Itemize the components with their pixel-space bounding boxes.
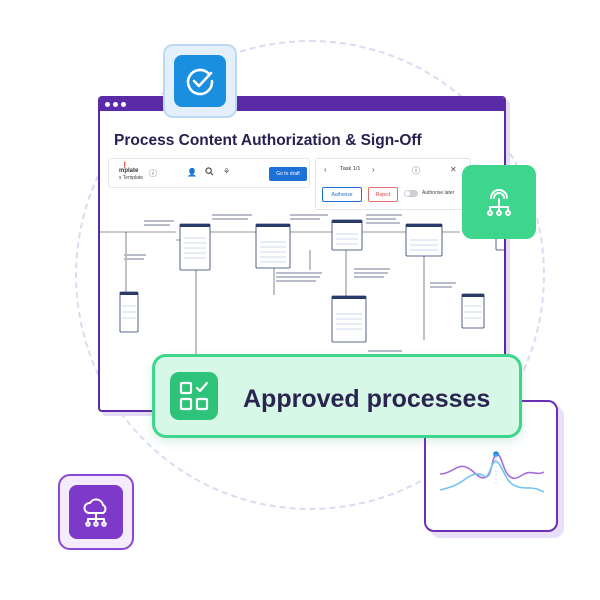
alert-icon: ❗ <box>121 163 129 169</box>
page-title: Process Content Authorization & Sign-Off <box>114 132 422 149</box>
approved-processes-label: Approved processes <box>243 385 491 413</box>
go-to-draft-button[interactable]: Go to draft <box>269 167 307 181</box>
window-dot <box>121 102 126 107</box>
checklist-grid-icon <box>170 372 218 420</box>
authorise-later-toggle[interactable] <box>404 190 418 197</box>
reject-button[interactable]: Reject <box>368 187 398 202</box>
cloud-network-icon <box>69 485 123 539</box>
chevron-right-icon[interactable]: › <box>372 165 375 174</box>
dashed-circle-decoration <box>75 40 545 510</box>
process-diagram <box>100 214 504 390</box>
approved-processes-badge: Approved processes <box>152 354 522 438</box>
task-counter: Task 1/1 <box>340 166 361 172</box>
hierarchy-icon[interactable]: ⚘ <box>223 167 231 176</box>
info-icon[interactable]: ⓘ <box>149 169 157 178</box>
info-icon[interactable]: ⓘ <box>412 166 420 175</box>
window-dot <box>113 102 118 107</box>
check-circle-icon <box>174 55 226 107</box>
authorise-later-label: Authorise later <box>422 190 455 196</box>
template-type: s Template <box>119 175 144 181</box>
window-titlebar <box>100 98 504 111</box>
authorise-button[interactable]: Authorise <box>322 187 362 202</box>
task-panel: ‹ Task 1/1 › ⓘ ✕ Authorise Reject Author… <box>315 158 471 210</box>
user-icon[interactable]: 👤 <box>187 168 197 177</box>
template-name: mplate <box>119 168 139 174</box>
cloud-tile <box>58 474 134 550</box>
window-dot <box>105 102 110 107</box>
close-icon[interactable]: ✕ <box>450 165 457 174</box>
org-network-icon <box>462 165 536 239</box>
chevron-left-icon[interactable]: ‹ <box>324 165 327 174</box>
search-icon[interactable] <box>205 167 214 178</box>
check-tile <box>163 44 237 118</box>
template-toolbar: ❗ mplate s Template ⓘ 👤 ⚘ Go to draft <box>108 158 310 188</box>
